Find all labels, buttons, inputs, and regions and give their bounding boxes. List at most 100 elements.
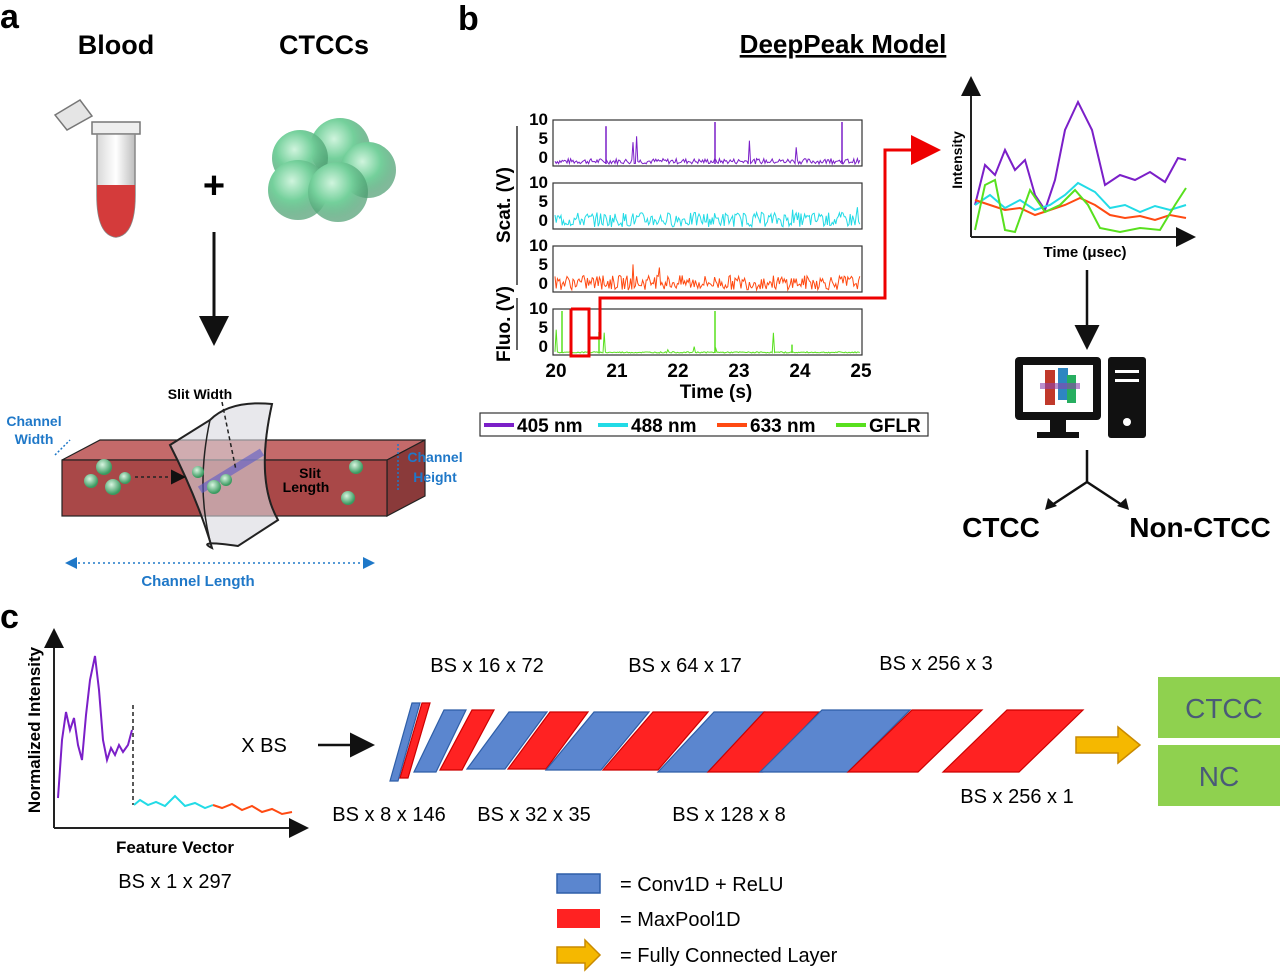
y-tick-label: 10: [529, 110, 548, 129]
split-arrow-head-right: [1117, 498, 1129, 510]
output-nc-box: [1158, 745, 1280, 806]
layer-conv: [389, 702, 421, 782]
dim-top-3: BS x 256 x 3: [879, 653, 992, 675]
split-arrow-head-left: [1045, 498, 1057, 510]
legend-label: 488 nm: [631, 416, 696, 437]
plus-sign: +: [203, 165, 225, 207]
layer-conv: [413, 709, 467, 773]
signal-legend: 405 nm 488 nm 633 nm GFLR: [479, 412, 929, 437]
fv-purple: [57, 655, 133, 799]
legend-fc-label: = Fully Connected Layer: [620, 945, 838, 967]
output-non-ctcc: Non-CTCC: [1129, 512, 1271, 543]
y-tick-label: 0: [539, 148, 548, 167]
legend-label: 405 nm: [517, 416, 582, 437]
split-arrow: [1051, 450, 1123, 507]
y-tick-label: 5: [539, 318, 548, 337]
channel-height-label-2: Height: [413, 469, 457, 485]
time-axis-label: Time (s): [680, 382, 753, 403]
y-tick-label: 0: [539, 337, 548, 356]
inset-curve: [974, 178, 1187, 234]
output-ctcc: CTCC: [962, 512, 1040, 543]
input-dim-label: BS x 1 x 297: [118, 871, 231, 893]
slit-length-label-1: Slit: [299, 465, 321, 481]
layer-conv: [544, 711, 651, 771]
dim-top-2: BS x 64 x 17: [628, 655, 741, 677]
legend-conv-label: = Conv1D + ReLU: [620, 874, 783, 896]
x-tick-label: 21: [606, 361, 628, 382]
slit-length-label-2: Length: [283, 479, 330, 495]
dim-bottom-3: BS x 128 x 8: [672, 804, 785, 826]
selection-box: [571, 307, 591, 338]
deeppeak-title: DeepPeak Model: [740, 29, 947, 59]
channel-width-label-2: Width: [15, 431, 54, 447]
dim-bottom-2: BS x 32 x 35: [477, 804, 590, 826]
feature-vector-plot: [44, 628, 309, 838]
cnn-layers: [389, 702, 1085, 782]
blood-label: Blood: [78, 30, 154, 60]
layer-conv: [465, 711, 549, 770]
output-ctcc-label: CTCC: [1185, 693, 1263, 724]
legend-pool-swatch: [557, 909, 600, 928]
x-tick-label: 22: [667, 361, 688, 382]
trace-3: [554, 329, 860, 354]
inset-curve: [974, 181, 1187, 214]
inset-xlabel: Time (μsec): [1043, 244, 1126, 261]
blood-tube-icon: [53, 99, 141, 238]
ctcc-cluster-icon: [268, 118, 396, 222]
x-tick-label: 24: [789, 361, 811, 382]
dim-bottom-1: BS x 8 x 146: [332, 804, 445, 826]
layer-pool: [399, 702, 431, 779]
fully-connected-arrow: [1075, 725, 1142, 765]
fv-orange: [212, 802, 293, 816]
legend-label: 633 nm: [750, 416, 815, 437]
dim-top-1: BS x 16 x 72: [430, 655, 543, 677]
channel-width-arrow: [54, 439, 71, 456]
y-tick-label: 10: [529, 299, 548, 318]
microfluidic-channel: [61, 401, 426, 550]
inset-curve: [974, 196, 1187, 222]
fluo-axis-label: Fluo. (V): [494, 286, 515, 362]
feature-xlabel: Feature Vector: [116, 838, 234, 857]
times-bs-label: X BS: [241, 735, 287, 757]
scat-axis-label: Scat. (V): [494, 167, 515, 243]
layer-pool: [941, 709, 1085, 773]
trace-0: [554, 136, 861, 166]
panel-b-letter: b: [458, 0, 479, 38]
y-tick-label: 10: [529, 236, 548, 255]
slit-width-label: Slit Width: [168, 386, 232, 402]
trace-2: [554, 264, 861, 292]
x-tick-label: 23: [728, 361, 749, 382]
computer-icon: [1015, 357, 1146, 438]
layer-pool: [706, 711, 821, 773]
inset-ylabel: Intensity: [949, 131, 965, 189]
x-tick-label: 20: [545, 361, 566, 382]
dim-bottom-4: BS x 256 x 1: [960, 786, 1073, 808]
legend-conv-swatch: [556, 873, 601, 894]
trace-1: [554, 207, 861, 229]
layer-pool: [601, 711, 710, 771]
y-tick-label: 0: [539, 211, 548, 230]
layer-pool: [506, 711, 590, 770]
layer-conv: [758, 709, 912, 773]
y-tick-label: 5: [539, 255, 548, 274]
intensity-inset: [961, 76, 1196, 247]
layer-pool: [846, 709, 984, 773]
layer-pool: [439, 709, 495, 771]
channel-height-label-1: Channel: [407, 449, 462, 465]
output-ctcc-box: [1158, 677, 1280, 738]
output-nc-label: NC: [1199, 761, 1239, 792]
panel-a-letter: a: [0, 0, 20, 36]
panel-c-letter: c: [0, 598, 19, 636]
legend-fc-swatch: [556, 938, 602, 972]
legend-label: GFLR: [869, 416, 921, 437]
y-tick-label: 5: [539, 129, 548, 148]
y-tick-label: 5: [539, 192, 548, 211]
channel-width-label-1: Channel: [6, 413, 61, 429]
y-tick-label: 10: [529, 173, 548, 192]
fv-cyan: [133, 794, 214, 810]
y-tick-label: 0: [539, 274, 548, 293]
feature-ylabel: Normalized Intensity: [25, 646, 44, 813]
x-tick-label: 25: [850, 361, 872, 382]
